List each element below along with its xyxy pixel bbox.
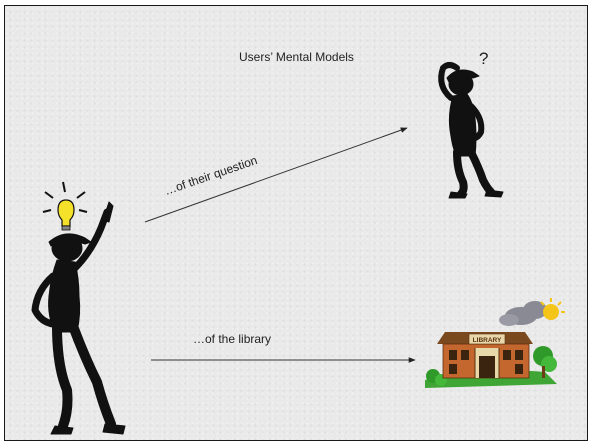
arrow-library-label: …of the library — [193, 332, 272, 346]
confused-person-icon — [438, 62, 504, 199]
person-with-idea-icon — [31, 201, 126, 435]
diagram-canvas: ? — [31, 49, 565, 435]
library-sign: LIBRARY — [473, 337, 502, 344]
library-building-icon: LIBRARY — [425, 298, 565, 388]
question-mark: ? — [479, 49, 488, 68]
slide-title: Users’ Mental Models — [239, 50, 354, 64]
cloud-icon — [499, 301, 547, 326]
arrow-to-question — [144, 127, 408, 223]
lightbulb-icon — [42, 181, 88, 231]
slide: Users’ Mental Models — [4, 5, 588, 441]
sun-icon — [540, 298, 565, 320]
tree-icon — [533, 346, 557, 378]
